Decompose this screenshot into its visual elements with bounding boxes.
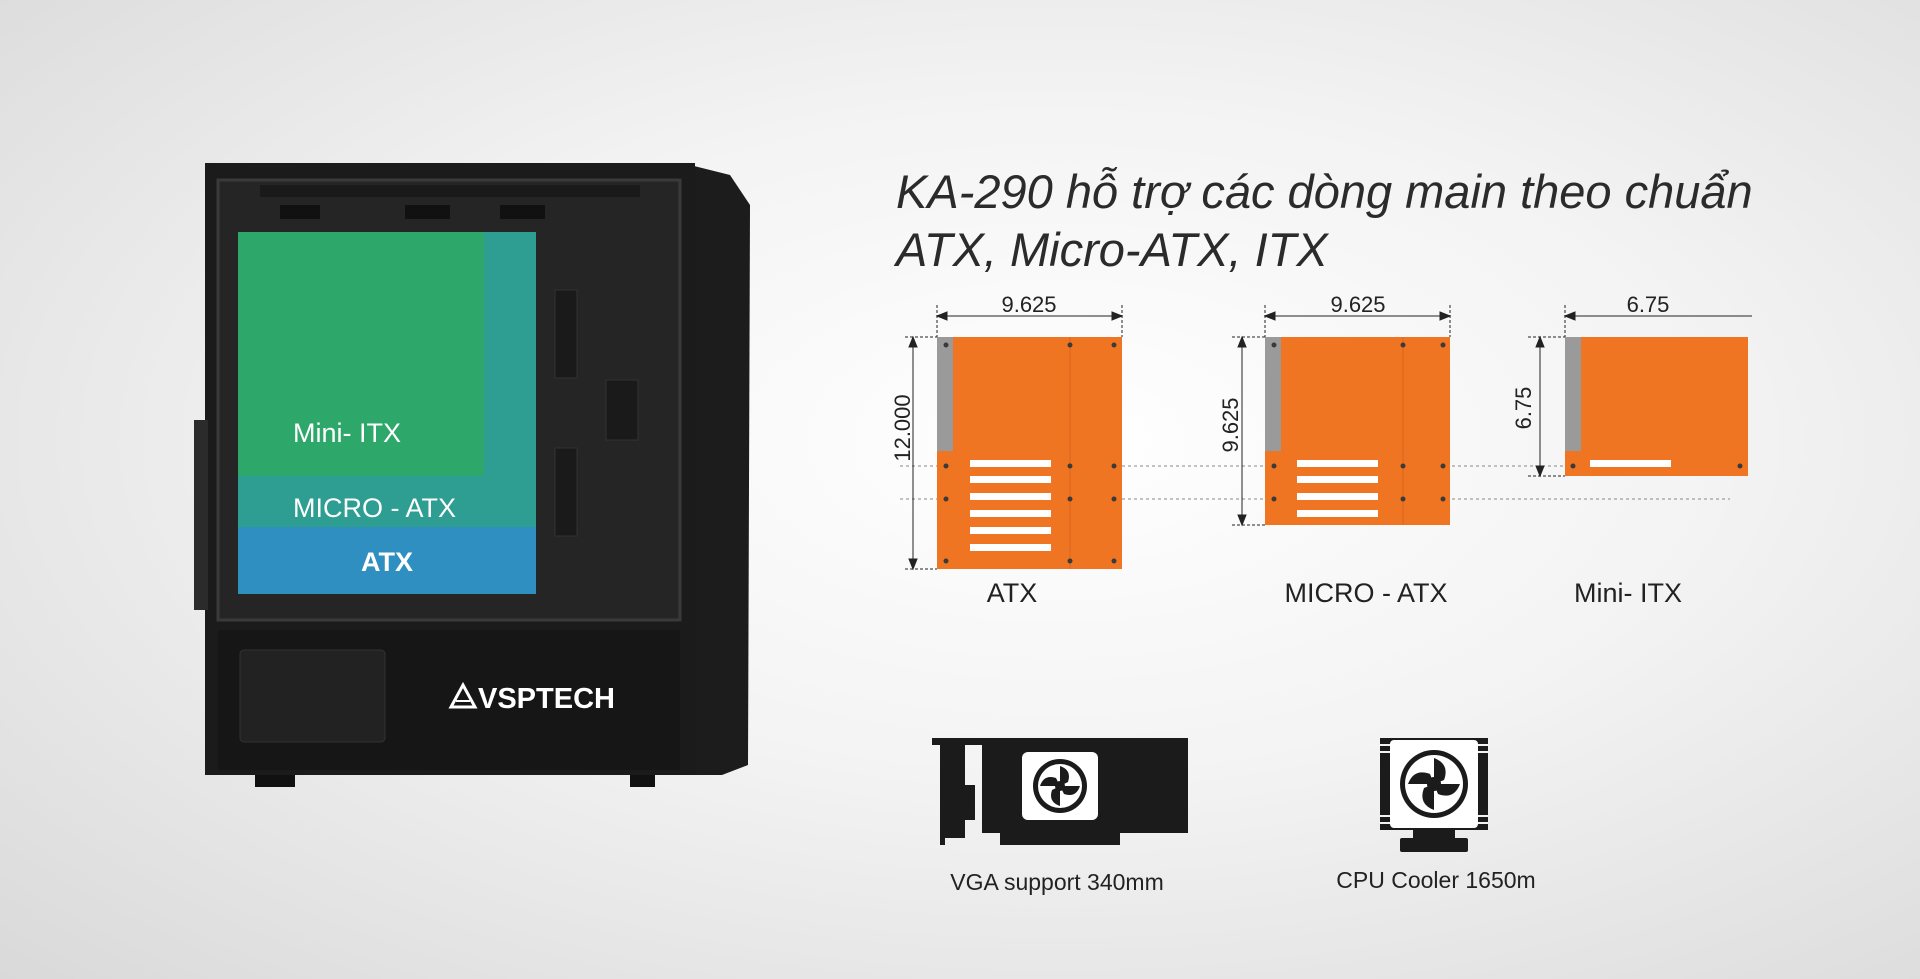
mounting-holes [943, 342, 1117, 564]
headline-line-1: KA-290 hỗ trợ các dòng main theo chuẩn [896, 165, 1753, 218]
board-micro-atx-height: 9.625 [1218, 397, 1243, 452]
pcie-slot [1590, 460, 1671, 467]
case-top-slot [405, 205, 450, 219]
mounting-holes [1570, 463, 1743, 469]
headline: KA-290 hỗ trợ các dòng main theo chuẩn A… [896, 163, 1796, 279]
pcie-slots [1297, 460, 1378, 517]
case-foot [630, 775, 655, 787]
board-atx-name: ATX [987, 578, 1038, 608]
case-top-slot [500, 205, 545, 219]
cable-cutout [554, 447, 578, 537]
psu-window [239, 649, 386, 743]
headline-line-2: ATX, Micro-ATX, ITX [896, 223, 1328, 276]
dimension-height-micro-atx [1232, 335, 1265, 527]
case-front-panel [690, 165, 750, 775]
board-mini-itx: 6.75 6.75 Mini- ITX [1511, 292, 1752, 608]
cpu-cooler-icon [1380, 738, 1488, 852]
cpu-cooler-label: CPU Cooler 1650m [1336, 867, 1535, 893]
board-atx: 9.625 12.000 ATX [890, 292, 1124, 608]
dimension-height-atx [905, 335, 937, 571]
board-atx-height: 12.000 [890, 394, 915, 461]
dimension-width-mini-itx [1563, 305, 1752, 337]
dimension-width-atx [935, 305, 1124, 337]
board-mini-itx-height: 6.75 [1511, 387, 1536, 430]
board-atx-width: 9.625 [1001, 292, 1056, 317]
zone-mini-itx [238, 232, 484, 476]
case-foot [255, 775, 295, 787]
board-mini-itx-name: Mini- ITX [1574, 578, 1682, 608]
zone-micro-atx-label: MICRO - ATX [293, 493, 456, 523]
board-micro-atx: 9.625 9.625 MICRO - ATX [1218, 292, 1452, 608]
case-top-vent [260, 185, 640, 197]
mounting-holes [1271, 342, 1446, 502]
case-top-slot [280, 205, 320, 219]
brand-name: VSPTECH [478, 683, 615, 715]
board-atx-pcb [937, 337, 1122, 569]
graphics-card-icon [932, 738, 1188, 845]
board-micro-atx-width: 9.625 [1330, 292, 1385, 317]
cable-cutout [554, 289, 578, 379]
board-mini-itx-pcb [1565, 337, 1748, 476]
board-mini-itx-width: 6.75 [1627, 292, 1670, 317]
dimension-width-micro-atx [1263, 305, 1452, 337]
board-io-shield [937, 337, 953, 451]
board-io-shield [1265, 337, 1281, 451]
pc-case: Mini- ITX MICRO - ATX ATX VSPTECH [194, 163, 750, 787]
board-io-shield [1565, 337, 1581, 451]
dimension-height-mini-itx [1528, 335, 1565, 478]
vga-support-label: VGA support 340mm [950, 869, 1164, 895]
vsptech-logo-icon [448, 681, 478, 709]
cable-cutout [605, 379, 639, 441]
expansion-bracket [194, 420, 208, 610]
zone-atx-label: ATX [361, 547, 413, 577]
board-micro-atx-name: MICRO - ATX [1284, 578, 1447, 608]
pcie-slots [970, 460, 1051, 551]
zone-mini-itx-label: Mini- ITX [293, 418, 401, 448]
